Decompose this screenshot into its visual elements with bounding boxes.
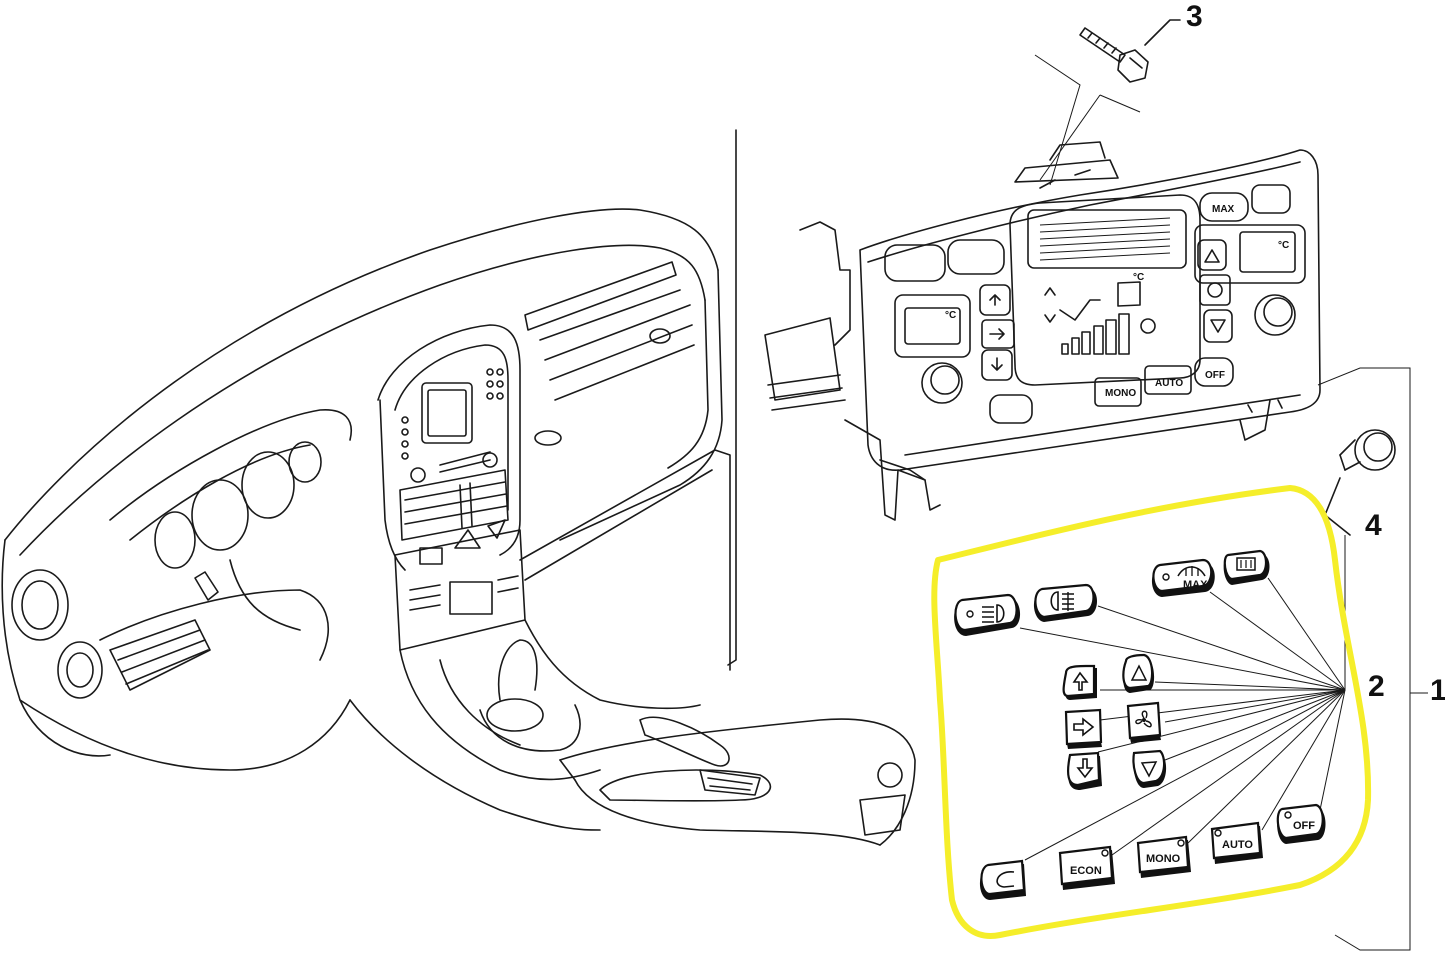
panel-auto-label: AUTO <box>1155 378 1183 389</box>
left-celsius-label: °C <box>945 310 956 321</box>
svg-text:3: 3 <box>1186 0 1203 33</box>
econ-button: ECON <box>1058 845 1115 890</box>
air-right-arrow-icon <box>1073 717 1095 737</box>
bolt-icon <box>1079 27 1149 83</box>
fan-icon <box>1135 710 1152 728</box>
knob-icon <box>1339 429 1396 471</box>
svg-text:4: 4 <box>1365 509 1382 542</box>
fan-button <box>1126 701 1162 743</box>
svg-text:2: 2 <box>1368 670 1385 703</box>
right-celsius-label: °C <box>1278 240 1289 251</box>
air-right-button <box>1064 708 1103 749</box>
rear-fog-light-button <box>1033 583 1097 622</box>
auto-label: AUTO <box>1222 839 1253 851</box>
front-fog-light-button <box>954 593 1021 636</box>
max-label: MAX <box>1183 579 1208 591</box>
callout-2: 2 <box>1368 670 1385 703</box>
temp-up-button <box>1122 653 1155 693</box>
air-down-button <box>1067 751 1102 790</box>
callout-1: 1 <box>1430 674 1445 707</box>
display-grille <box>1039 217 1171 261</box>
temp-down-triangle-icon <box>1140 761 1158 778</box>
front-fog-light-icon <box>982 604 1005 623</box>
rear-fog-light-icon <box>1050 591 1074 611</box>
mono-button: MONO <box>1136 835 1191 878</box>
button-set: MAX <box>954 549 1326 900</box>
max-defrost-icon <box>1177 566 1206 577</box>
svg-text:1: 1 <box>1430 674 1445 707</box>
off-label: OFF <box>1293 820 1315 832</box>
rear-defrost-button <box>1223 549 1270 585</box>
air-down-arrow-icon <box>1076 758 1094 779</box>
rear-defrost-icon <box>1236 557 1256 571</box>
panel-mono-label: MONO <box>1105 388 1136 399</box>
temp-down-button <box>1132 749 1167 788</box>
callout-3: 3 <box>1186 0 1203 33</box>
recirculation-button <box>979 859 1026 900</box>
recirculation-icon <box>996 871 1015 888</box>
panel-off-label: OFF <box>1205 370 1225 381</box>
lcd-celsius-label: °C <box>1133 272 1144 283</box>
callout-4: 4 <box>1365 509 1382 542</box>
dashboard-drawing <box>1 129 916 846</box>
max-defrost-button: MAX <box>1151 558 1215 597</box>
panel-max-label: MAX <box>1212 204 1235 215</box>
climate-control-unit: °C °C MAX °C <box>764 54 1321 521</box>
mono-label: MONO <box>1146 853 1181 865</box>
auto-button: AUTO <box>1210 821 1263 864</box>
air-up-arrow-icon <box>1072 671 1089 691</box>
temp-up-triangle-icon <box>1130 664 1148 681</box>
air-up-button <box>1062 664 1097 700</box>
econ-label: ECON <box>1070 865 1102 877</box>
off-button: OFF <box>1276 803 1326 844</box>
yellow-highlight-outline <box>931 485 1372 939</box>
